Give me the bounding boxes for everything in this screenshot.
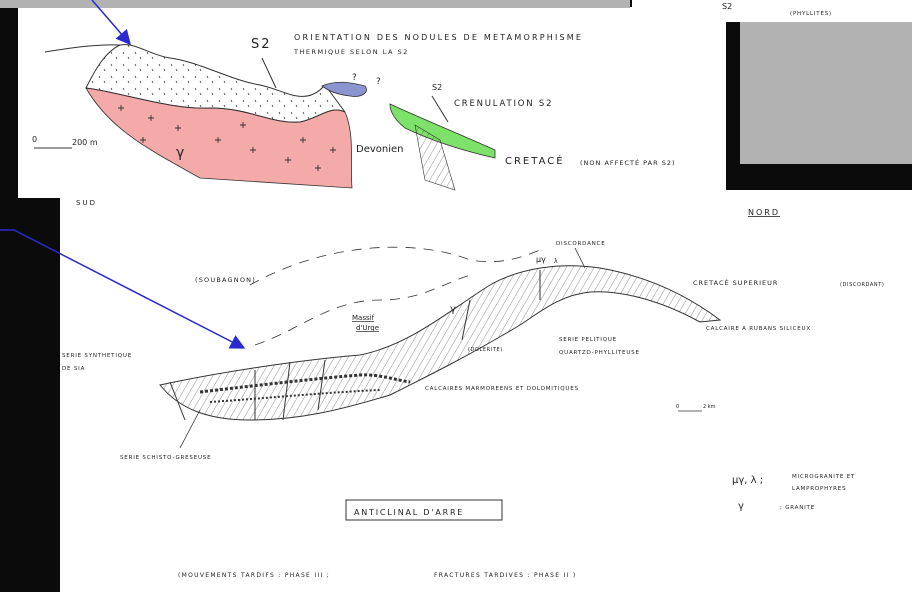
- legend-gamma-symbol: γ: [738, 501, 744, 512]
- dolerite-label: (DOLERITE): [468, 347, 503, 353]
- section-scale-value: 2 km: [703, 404, 716, 410]
- schisto-label: SERIE SCHISTO-GRESEUSE: [120, 455, 211, 461]
- surface-line: [45, 45, 120, 52]
- calcaire-rubans-label: CALCAIRE A RUBANS SILICEUX: [706, 326, 811, 332]
- serie-synthetique-1: SERIE SYNTHETIQUE: [62, 353, 132, 359]
- top-scale-zero: 0: [32, 135, 37, 144]
- nord-label: NORD: [748, 208, 780, 217]
- cretace-note: (NON AFFECTÉ PAR S2): [580, 158, 676, 167]
- arrow-section: [0, 230, 244, 348]
- s2-label: S2: [251, 37, 272, 52]
- devonien-label: Devonien: [356, 144, 404, 155]
- s2-small-label: S2: [432, 83, 442, 92]
- serie-synthetique-2: DE SIA: [62, 366, 85, 372]
- legend-micro-2: LAMPROPHYRES: [792, 486, 846, 492]
- sud-label: SUD: [76, 199, 97, 207]
- calcaires-label: CALCAIRES MARMOREENS ET DOLOMITIQUES: [425, 386, 579, 392]
- section-scale-zero: 0: [676, 404, 679, 410]
- fragment-s2: S2: [722, 2, 732, 11]
- serie-pelitique-1: SERIE PELITIQUE: [559, 337, 617, 343]
- section-body: [160, 266, 720, 420]
- cretace-label: CRETACÉ: [505, 154, 565, 167]
- anticlinal-label: ANTICLINAL D'ARRE: [354, 508, 464, 517]
- cretace-superieur-label: CRETACÉ SUPERIEUR: [693, 278, 778, 287]
- serie-pelitique-2: QUARTZO-PHYLLITEUSE: [559, 350, 640, 356]
- lambda-label: λ: [554, 258, 558, 265]
- soubagnon-label: (SOUBAGNON): [195, 276, 256, 284]
- legend-granite: ; GRANITE: [780, 505, 815, 511]
- top-gamma: γ: [176, 145, 184, 161]
- crenulation-label: CRENULATION S2: [454, 99, 553, 109]
- mouvements-label: (MOUVEMENTS TARDIFS : PHASE III ;: [178, 572, 330, 579]
- discordance-label: DISCORDANCE: [556, 241, 605, 247]
- fractures-label: FRACTURES TARDIVES : PHASE II ): [434, 572, 577, 579]
- legend-micro-1: MICROGRANITE ET: [792, 474, 855, 480]
- top-scale-value: 200 m: [72, 138, 98, 147]
- question-mark-2: ?: [376, 77, 381, 87]
- mu-gamma-label: μγ: [536, 255, 546, 264]
- massif-line2: d'Urge: [356, 324, 379, 332]
- crenulation-tick: [432, 96, 448, 122]
- section-gamma: γ: [450, 304, 456, 315]
- fragment-phyllites: (PHYLLITES): [790, 11, 832, 17]
- discordance-tick: [575, 248, 585, 268]
- question-mark-1: ?: [352, 73, 357, 83]
- orientation-line1: ORIENTATION DES NODULES DE METAMORPHISME: [294, 33, 583, 42]
- s2-tick: [262, 58, 276, 88]
- discordant-label: (DISCORDANT): [840, 282, 884, 288]
- massif-line1: Massif: [352, 314, 375, 322]
- arrow-top-left: [92, 0, 130, 44]
- dashed-fold-upper: [250, 247, 540, 285]
- legend-symbols: μγ, λ ;: [732, 475, 763, 486]
- orientation-line2: THERMIQUE SELON LA S2: [293, 48, 409, 56]
